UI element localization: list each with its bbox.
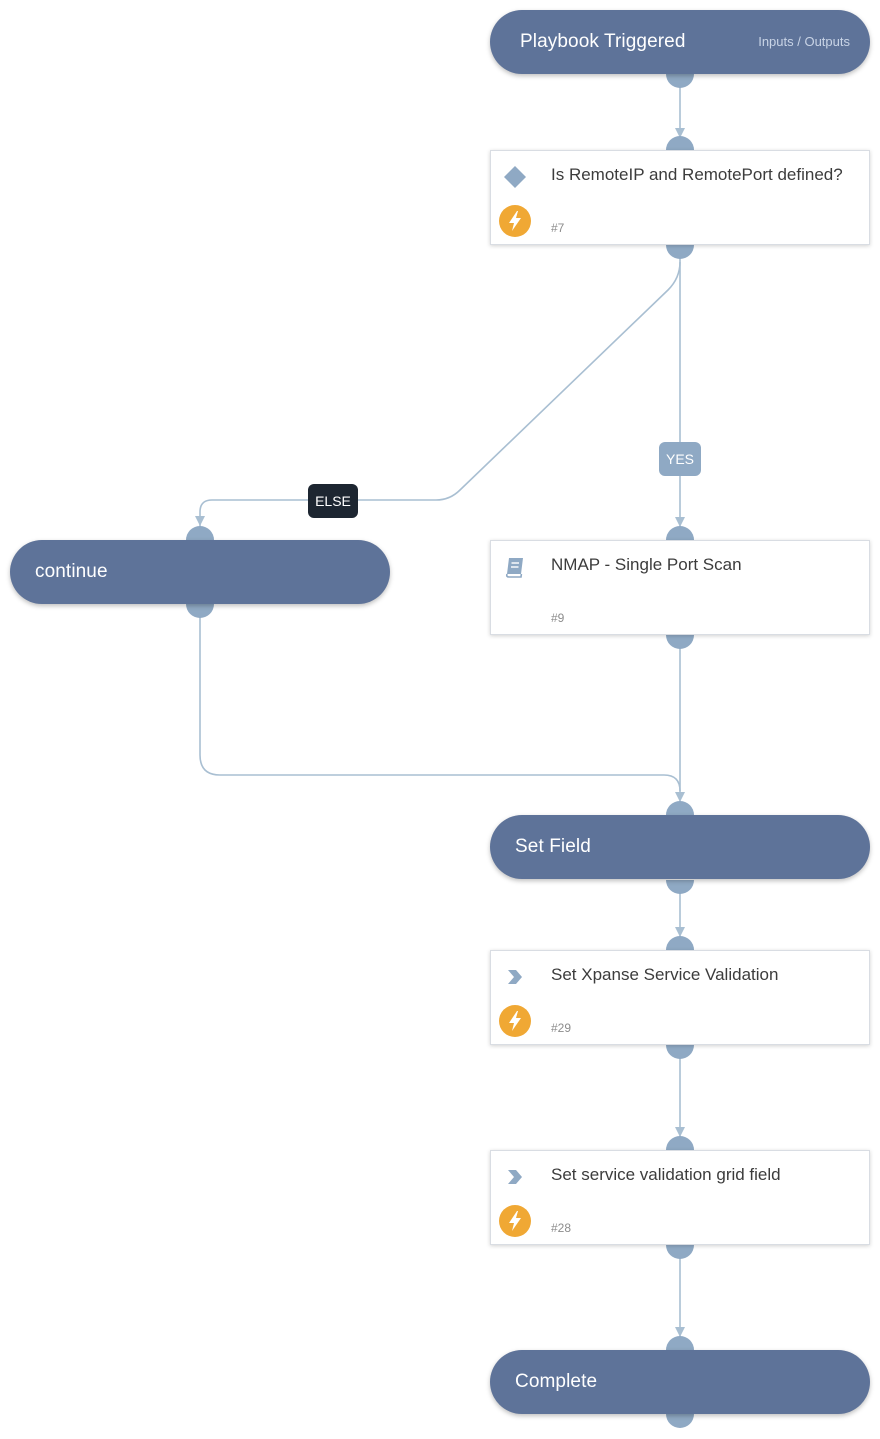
section-complete[interactable]: Complete xyxy=(490,1350,870,1414)
chevron-right-icon xyxy=(508,970,522,984)
inputs-outputs-link[interactable]: Inputs / Outputs xyxy=(758,34,850,49)
edge-continue-to-setfield xyxy=(199,608,681,792)
port-in-complete[interactable] xyxy=(666,1336,694,1350)
task-card-28[interactable]: Set service validation grid field #28 xyxy=(490,1150,870,1245)
port-out-28[interactable] xyxy=(666,1245,694,1259)
arrowhead xyxy=(195,516,205,526)
port-in-28[interactable] xyxy=(666,1136,694,1150)
task-number: #9 xyxy=(551,611,565,625)
start-node[interactable]: Playbook Triggered Inputs / Outputs xyxy=(490,10,870,74)
diamond-condition-icon xyxy=(504,166,526,188)
section-title: Complete xyxy=(515,1371,598,1392)
port-out-29[interactable] xyxy=(666,1045,694,1059)
task-title: Is RemoteIP and RemotePort defined? xyxy=(551,165,843,184)
arrowhead xyxy=(675,792,685,802)
task-title: Set service validation grid field xyxy=(551,1165,781,1184)
lightning-automation-icon xyxy=(499,1205,531,1237)
lightning-automation-icon xyxy=(499,205,531,237)
port-out-condition[interactable] xyxy=(666,245,694,259)
task-card-nmap[interactable]: NMAP - Single Port Scan #9 xyxy=(490,540,870,635)
task-card-condition[interactable]: Is RemoteIP and RemotePort defined? #7 xyxy=(490,150,870,245)
task-number: #28 xyxy=(551,1221,572,1235)
arrowhead xyxy=(675,927,685,937)
task-title: NMAP - Single Port Scan xyxy=(551,555,742,574)
port-out-start[interactable] xyxy=(666,74,694,88)
branch-label-else[interactable]: ELSE xyxy=(308,484,358,518)
arrowhead xyxy=(675,517,685,527)
task-number: #7 xyxy=(551,221,565,235)
section-set-field[interactable]: Set Field xyxy=(490,815,870,879)
port-in-condition[interactable] xyxy=(666,136,694,150)
section-title: continue xyxy=(35,561,108,582)
arrowhead xyxy=(675,128,685,138)
lightning-automation-icon xyxy=(499,1005,531,1037)
task-card-29[interactable]: Set Xpanse Service Validation #29 xyxy=(490,950,870,1045)
port-out-continue[interactable] xyxy=(186,604,214,618)
port-in-29[interactable] xyxy=(666,936,694,950)
start-node-title: Playbook Triggered xyxy=(520,31,686,52)
chevron-right-icon xyxy=(508,1170,522,1184)
arrowhead xyxy=(675,1127,685,1137)
port-out-nmap[interactable] xyxy=(666,635,694,649)
task-number: #29 xyxy=(551,1021,572,1035)
book-playbook-icon xyxy=(505,558,523,578)
branch-label-yes[interactable]: YES xyxy=(659,442,701,476)
task-title: Set Xpanse Service Validation xyxy=(551,965,779,984)
arrowhead xyxy=(675,1327,685,1337)
port-in-continue[interactable] xyxy=(186,526,214,540)
section-continue[interactable]: continue xyxy=(10,540,390,604)
port-out-setfield[interactable] xyxy=(666,880,694,894)
port-out-complete[interactable] xyxy=(666,1414,694,1428)
edge-condition-else xyxy=(199,261,681,532)
port-in-nmap[interactable] xyxy=(666,526,694,540)
section-title: Set Field xyxy=(515,836,591,857)
port-in-setfield[interactable] xyxy=(666,801,694,815)
